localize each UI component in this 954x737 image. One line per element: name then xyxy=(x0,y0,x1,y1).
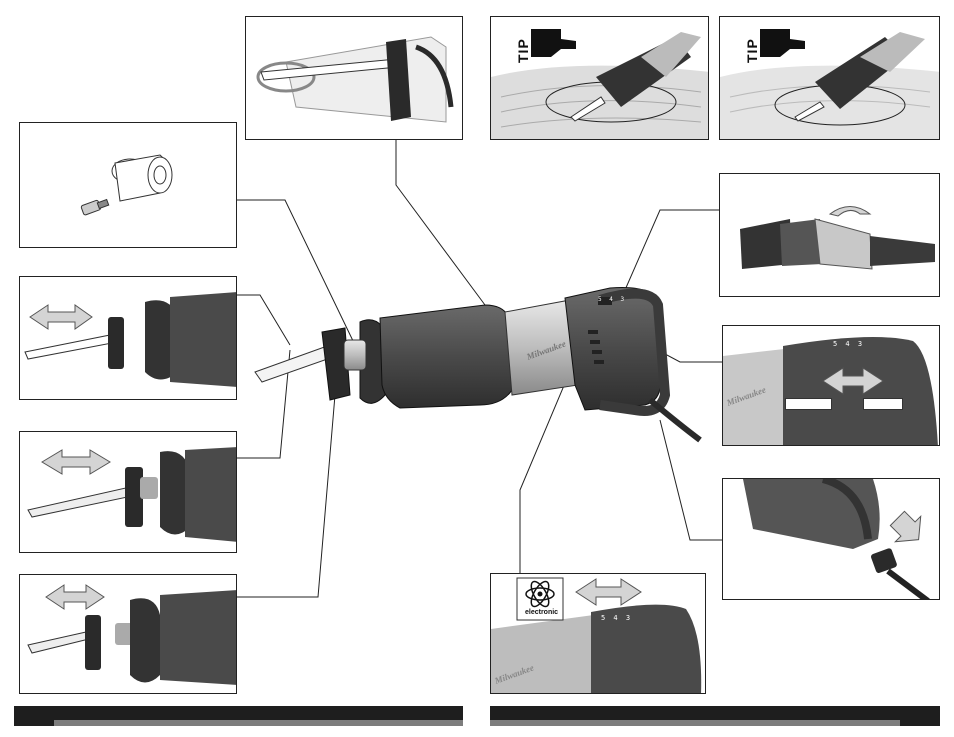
panel-tip-1: TIP xyxy=(490,16,709,140)
panel-corner-fold xyxy=(719,16,739,42)
footer-stripe-left xyxy=(54,720,463,726)
panel-blade-insert-1 xyxy=(19,276,237,400)
footer-bar-right xyxy=(490,706,940,726)
panel-chuck-parts xyxy=(19,122,237,248)
tip-label-2: TIP xyxy=(744,38,760,63)
panel-blade-insert-2 xyxy=(19,431,237,553)
panel-tip-2: TIP xyxy=(719,16,940,140)
panel-cord-plug xyxy=(722,478,940,600)
panel-corner-fold xyxy=(490,573,510,599)
tip-label-1: TIP xyxy=(515,38,531,63)
panel-corner-fold xyxy=(19,122,39,148)
panel-electronic: Milwaukee electronic 5 4 3 xyxy=(490,573,706,694)
electronic-label: electronic xyxy=(525,609,558,616)
speed-dial-bottom: 5 4 3 xyxy=(601,614,632,622)
speed-label-box-left xyxy=(785,398,832,410)
panel-corner-fold xyxy=(19,276,39,302)
speed-label-box-right xyxy=(863,398,903,410)
panel-corner-fold xyxy=(19,574,39,600)
panel-blade-clamp xyxy=(245,16,463,140)
speed-dial-top: 5 4 3 xyxy=(833,340,864,348)
panel-blade-insert-3 xyxy=(19,574,237,694)
panel-corner-fold xyxy=(490,16,510,42)
main-speed-dial: 5 4 3 xyxy=(598,296,626,303)
panel-swivel xyxy=(719,173,940,297)
panel-corner-fold xyxy=(719,173,739,199)
footer-stripe-right xyxy=(490,720,900,726)
panel-corner-fold xyxy=(722,478,742,504)
footer-bar-left xyxy=(14,706,463,726)
panel-corner-fold xyxy=(245,16,265,42)
panel-speed-selector: Milwaukee 5 4 3 xyxy=(722,325,940,446)
panel-corner-fold xyxy=(19,431,39,457)
panel-corner-fold xyxy=(722,325,742,351)
